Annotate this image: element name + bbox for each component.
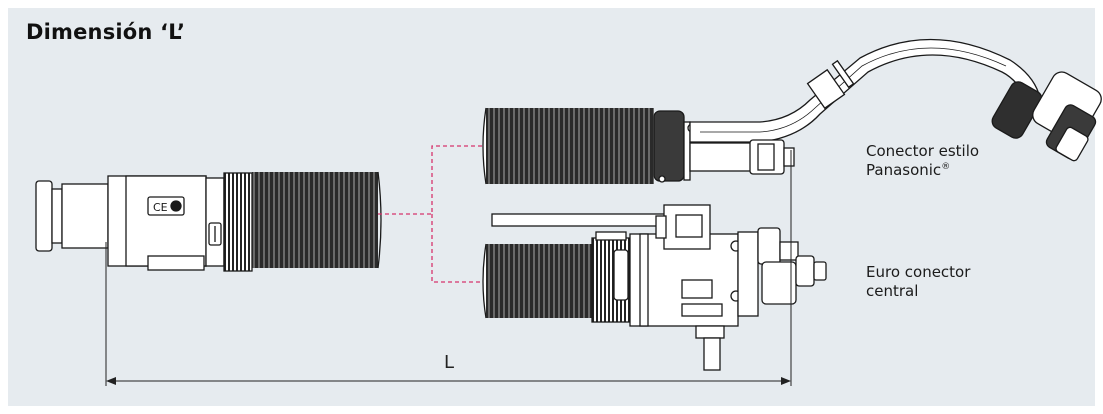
registered-mark: ®: [941, 162, 951, 172]
euro-connector-label: Euro conector central: [866, 263, 970, 301]
dimension-line: [105, 150, 792, 386]
left-corrugated-cable: [252, 172, 378, 268]
bottom-corrugated-cable: [486, 244, 592, 318]
panasonic-label-line2: Panasonic: [866, 161, 942, 179]
euro-connector: [491, 204, 827, 371]
top-corrugated-cable: [486, 108, 654, 184]
euro-label-line1: Euro conector: [866, 263, 971, 281]
panasonic-connector-label: Conector estilo Panasonic®: [866, 142, 979, 180]
panasonic-label-line2-wrap: Panasonic®: [866, 161, 979, 180]
euro-label-line2: central: [866, 282, 919, 300]
dimension-label: L: [444, 352, 455, 373]
panasonic-connector: [653, 38, 1102, 183]
dashed-link-lines: [378, 145, 486, 283]
page-title: Dimensión ‘L’: [26, 20, 186, 44]
left-cable-connector: CE: [35, 172, 253, 272]
panasonic-label-line1: Conector estilo: [866, 142, 980, 160]
svg-text:CE: CE: [153, 201, 168, 214]
